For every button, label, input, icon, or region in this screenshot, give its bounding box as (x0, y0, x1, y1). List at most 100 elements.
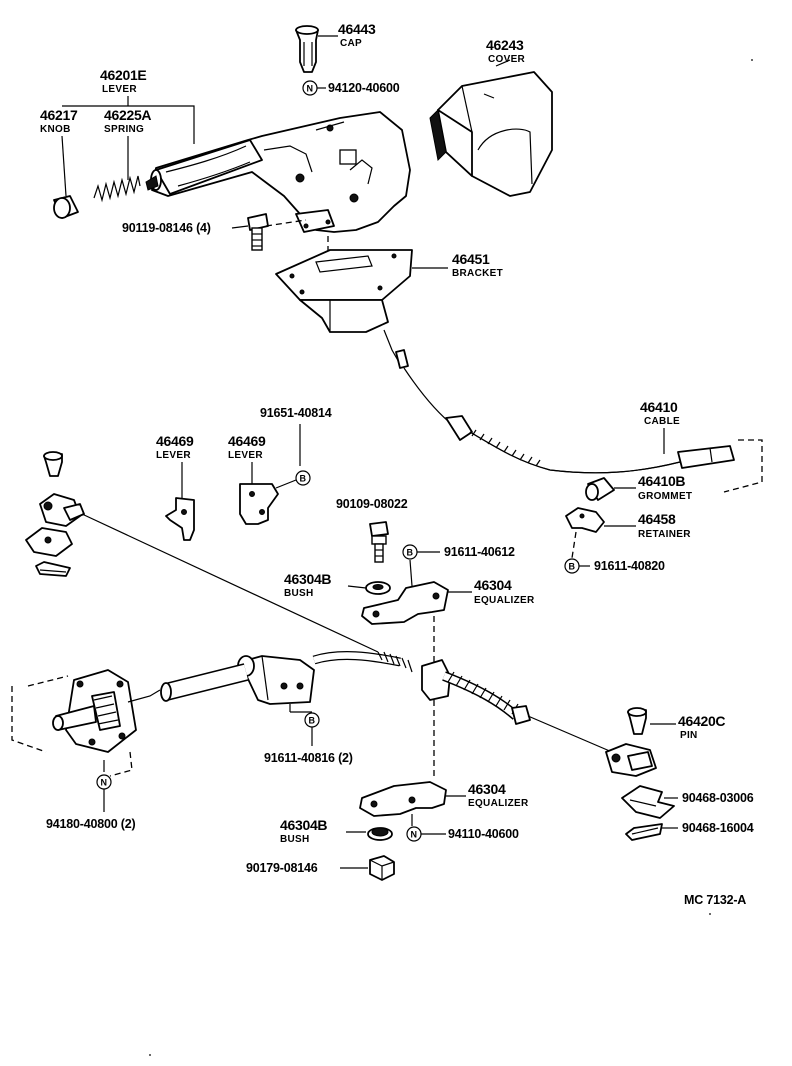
label-90179-08146: 90179-08146 (246, 861, 318, 875)
svg-text:EQUALIZER: EQUALIZER (468, 798, 529, 809)
svg-text:46420C: 46420C (678, 713, 725, 729)
equalizer-top-part (361, 581, 449, 625)
svg-text:LEVER: LEVER (228, 450, 263, 461)
equalizer-bottom-part (359, 781, 447, 817)
label-46458: 46458 RETAINER (638, 511, 691, 540)
label-46451: 46451 BRACKET (452, 251, 503, 279)
stud-bolt-part (369, 521, 389, 563)
cap-part (295, 25, 319, 73)
svg-text:46469: 46469 (228, 433, 266, 449)
svg-text:46304B: 46304B (280, 817, 327, 833)
svg-text:CABLE: CABLE (644, 416, 680, 427)
svg-text:46225A: 46225A (104, 107, 151, 123)
svg-text:LEVER: LEVER (156, 450, 191, 461)
lever-bracket-b-part (239, 483, 279, 525)
label-46225A: 46225A SPRING (104, 107, 152, 135)
svg-text:CAP: CAP (340, 38, 362, 49)
svg-text:B: B (309, 716, 316, 726)
rear-cable-part (160, 651, 613, 753)
label-46469-a: 46469 LEVER (156, 433, 194, 461)
bush-top-part (365, 581, 391, 595)
lever-bracket-a-part (165, 497, 195, 541)
label-91611-40820: B 91611-40820 (564, 558, 665, 574)
cover-part (429, 71, 553, 197)
svg-text:46304B: 46304B (284, 571, 331, 587)
bolt-part (247, 213, 269, 251)
label-94180-40800: N 94180-40800 (2) (46, 774, 136, 831)
svg-text:BUSH: BUSH (280, 834, 310, 845)
retainer-part (565, 507, 605, 533)
svg-text:90119-08146 (4): 90119-08146 (4) (122, 221, 211, 235)
split-pin-part (625, 823, 663, 841)
svg-text:94110-40600: 94110-40600 (448, 827, 519, 841)
figure-code: MC 7132-A (684, 893, 746, 907)
label-90109-08022: 90109-08022 (336, 497, 408, 511)
svg-text:91611-40816 (2): 91611-40816 (2) (264, 751, 353, 765)
svg-text:BRACKET: BRACKET (452, 268, 503, 279)
label-91651-40814: 91651-40814 B (260, 406, 332, 489)
label-46217: 46217 KNOB (40, 107, 78, 135)
svg-text:KNOB: KNOB (40, 124, 71, 135)
label-46304-top: 46304 EQUALIZER (474, 577, 535, 606)
svg-text:46243: 46243 (486, 37, 524, 53)
knob-part (53, 195, 79, 219)
svg-text:91611-40612: 91611-40612 (444, 545, 515, 559)
label-94110-40600: N 94110-40600 (406, 826, 519, 842)
svg-text:91651-40814: 91651-40814 (260, 406, 332, 420)
label-94120-40600: N 94120-40600 (302, 80, 400, 96)
nut-part (369, 855, 395, 881)
svg-text:94180-40800 (2): 94180-40800 (2) (46, 817, 135, 831)
svg-text:46201E: 46201E (100, 67, 146, 83)
label-91611-40612: B 91611-40612 (402, 544, 515, 560)
svg-text:GROMMET: GROMMET (638, 491, 692, 502)
front-cable-part (383, 329, 735, 474)
rear-end-plate-part (52, 669, 161, 753)
label-90119-08146: 90119-08146 (4) (122, 221, 211, 235)
clevis-top-left-part (25, 493, 85, 577)
svg-text:PIN: PIN (680, 730, 698, 741)
pin-top-left-part (43, 451, 63, 477)
svg-text:N: N (307, 84, 314, 94)
svg-text:LEVER: LEVER (102, 84, 137, 95)
label-90468-03006: 90468-03006 (682, 791, 754, 805)
label-46243: 46243 COVER (486, 37, 526, 65)
bush-bottom-part (367, 827, 393, 841)
label-46304B-top: 46304B BUSH (284, 571, 332, 599)
svg-text:46469: 46469 (156, 433, 194, 449)
grommet-part (585, 477, 615, 501)
svg-text:90468-16004: 90468-16004 (682, 821, 754, 835)
lever-part (145, 111, 411, 233)
svg-text:BUSH: BUSH (284, 588, 314, 599)
svg-text:46410B: 46410B (638, 473, 685, 489)
svg-text:90179-08146: 90179-08146 (246, 861, 318, 875)
svg-text:B: B (569, 562, 576, 572)
svg-text:N: N (411, 830, 418, 840)
label-46469-b: 46469 LEVER (228, 433, 266, 461)
spring-part (93, 175, 141, 203)
svg-text:SPRING: SPRING (104, 124, 144, 135)
label-90468-16004: 90468-16004 (682, 821, 754, 835)
label-46304B-bottom: 46304B BUSH (280, 817, 328, 845)
svg-text:RETAINER: RETAINER (638, 529, 691, 540)
label-46410B: 46410B GROMMET (638, 473, 692, 502)
svg-text:46410: 46410 (640, 399, 678, 415)
svg-text:B: B (407, 548, 414, 558)
clip-part (621, 785, 675, 819)
svg-text:46304: 46304 (468, 781, 506, 797)
label-46443: 46443 CAP (338, 21, 376, 49)
svg-text:COVER: COVER (488, 54, 526, 65)
svg-text:B: B (300, 474, 307, 484)
svg-text:46304: 46304 (474, 577, 512, 593)
label-46304-bottom: 46304 EQUALIZER (468, 781, 529, 809)
label-91611-40816: B 91611-40816 (2) (264, 712, 353, 765)
label-46420C: 46420C PIN (678, 713, 726, 741)
svg-text:46443: 46443 (338, 21, 376, 37)
bracket-part (275, 249, 413, 333)
svg-text:46458: 46458 (638, 511, 676, 527)
svg-text:91611-40820: 91611-40820 (594, 559, 665, 573)
label-46201E: 46201E LEVER (100, 67, 147, 95)
svg-text:46217: 46217 (40, 107, 78, 123)
svg-text:90109-08022: 90109-08022 (336, 497, 408, 511)
